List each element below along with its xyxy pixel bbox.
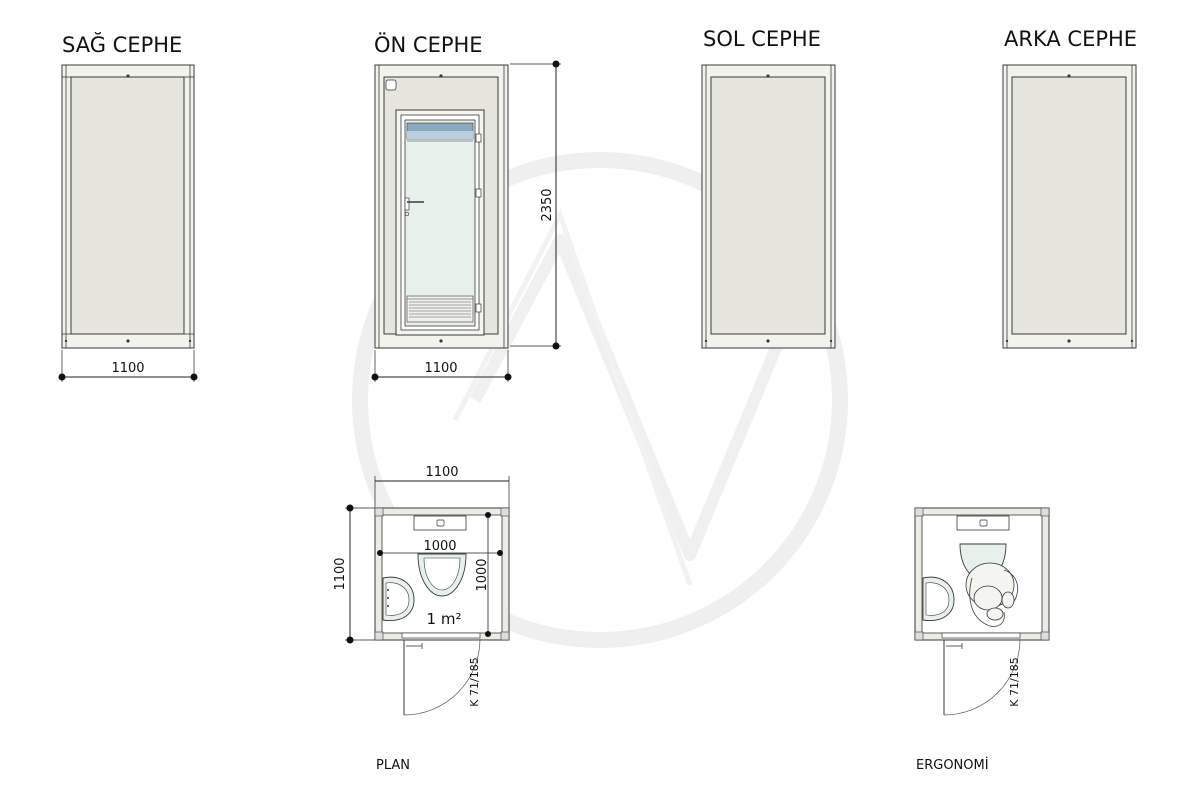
dimension-label-front-height: 2350 <box>540 188 555 221</box>
dimension-plan-left-height: 1100 <box>333 504 376 644</box>
plan-caption: PLAN <box>376 758 410 773</box>
door-lock-icon <box>404 197 424 217</box>
brand-logo-watermark <box>352 152 848 648</box>
back-elevation <box>1002 64 1137 349</box>
door-sign-icon <box>385 79 397 91</box>
title-back-elevation: ARKA CEPHE <box>1004 27 1137 51</box>
left-elevation <box>701 64 836 349</box>
dimension-plan-top-width: 1100 <box>374 465 510 510</box>
title-right-elevation: SAĞ CEPHE <box>62 32 182 57</box>
front-elevation <box>374 64 509 349</box>
dimension-label-right-width: 1100 <box>111 361 144 376</box>
dimension-label-plan-inner-width: 1000 <box>423 539 456 554</box>
dimension-label-plan-inner-height: 1000 <box>475 558 490 591</box>
dimension-label-front-width: 1100 <box>424 361 457 376</box>
dimension-front-height: 2350 <box>510 60 561 350</box>
ergonomics-view <box>914 507 1050 716</box>
ergonomics-caption: ERGONOMİ <box>916 757 989 773</box>
dimension-front-width: 1100 <box>371 350 512 382</box>
title-front-elevation: ÖN CEPHE <box>374 32 483 57</box>
plan-view <box>374 507 510 716</box>
plan-door-code: K 71/185 <box>468 657 481 706</box>
title-left-elevation: SOL CEPHE <box>703 27 821 51</box>
right-elevation <box>61 64 195 349</box>
ergonomics-door-code: K 71/185 <box>1008 657 1021 706</box>
dimension-right-width: 1100 <box>58 350 198 382</box>
dimension-label-plan-top: 1100 <box>425 465 458 480</box>
dimension-label-plan-left: 1100 <box>333 557 348 590</box>
plan-area-label: 1 m² <box>427 610 462 628</box>
